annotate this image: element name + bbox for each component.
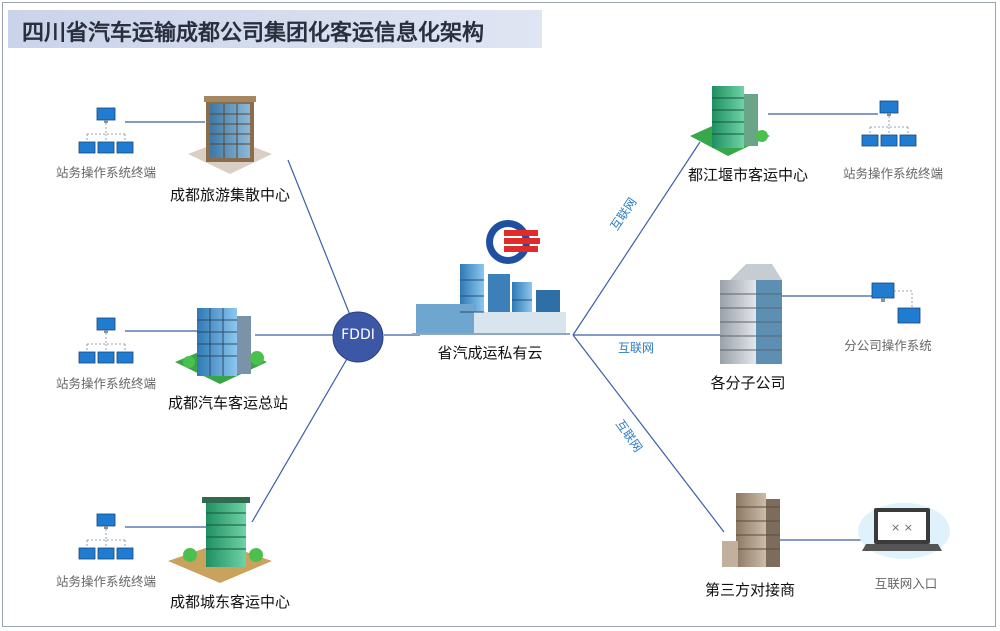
node-label-tourism: 成都旅游集散中心 bbox=[169, 186, 291, 204]
node-label-branches: 各分子公司 bbox=[710, 374, 786, 392]
line-hub-tourism bbox=[287, 159, 359, 336]
line-hub-east bbox=[251, 339, 359, 523]
terminal-label-main-station: 站务操作系统终端 bbox=[55, 376, 157, 391]
building-icon-branches bbox=[720, 264, 782, 364]
page-title: 四川省汽车运输成都公司集团化客运信息化架构 bbox=[22, 21, 485, 46]
svg-text:× ×: × × bbox=[891, 521, 913, 534]
node-label-dujiangyan: 都江堰市客运中心 bbox=[687, 166, 809, 184]
company-logo-icon bbox=[486, 220, 540, 264]
computer-icon bbox=[879, 100, 899, 116]
fddi-hub bbox=[332, 311, 384, 363]
terminal-label-branches: 分公司操作系统 bbox=[844, 338, 932, 353]
terminal-label-dujiangyan: 站务操作系统终端 bbox=[842, 166, 944, 181]
computer-pair-icon bbox=[871, 282, 921, 324]
cloud-datacenter-icon bbox=[412, 220, 570, 335]
building-icon-east bbox=[168, 497, 272, 583]
building-icon-tourism bbox=[188, 96, 272, 174]
terminal-label-thirdparty: 互联网入口 bbox=[874, 576, 938, 591]
computer-icon bbox=[96, 513, 116, 529]
terminal-group-main-station bbox=[78, 317, 134, 364]
computer-icon bbox=[96, 107, 116, 123]
title-bar: 四川省汽车运输成都公司集团化客运信息化架构 bbox=[8, 10, 542, 48]
node-label-thirdparty: 第三方对接商 bbox=[704, 581, 796, 599]
building-icon-main-station bbox=[175, 308, 267, 384]
connection-lines bbox=[125, 113, 878, 541]
node-label-cloud: 省汽成运私有云 bbox=[437, 344, 543, 362]
line-cloud-thirdparty bbox=[572, 334, 725, 533]
building-icon-thirdparty bbox=[722, 493, 780, 567]
terminal-group-east bbox=[78, 513, 134, 560]
line-cloud-dujiangyan bbox=[572, 141, 701, 336]
terminal-label-east: 站务操作系统终端 bbox=[55, 574, 157, 589]
link-label-branches: 互联网 bbox=[618, 341, 655, 355]
node-label-east: 成都城东客运中心 bbox=[169, 593, 291, 611]
computer-icon bbox=[96, 317, 116, 333]
laptop-icon: × × bbox=[858, 503, 950, 559]
node-label-main-station: 成都汽车客运总站 bbox=[167, 394, 289, 412]
terminal-group-tourism bbox=[78, 107, 134, 154]
terminal-group-dujiangyan bbox=[861, 100, 917, 147]
terminal-label-tourism: 站务操作系统终端 bbox=[55, 165, 157, 180]
fddi-hub-label: FDDI bbox=[341, 327, 375, 343]
building-icon-dujiangyan bbox=[690, 86, 770, 156]
